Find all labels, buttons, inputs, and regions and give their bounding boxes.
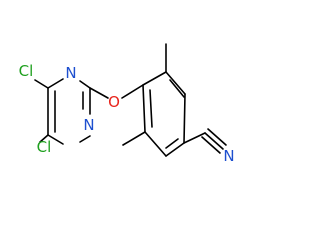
bond [47,134,64,145]
bond [47,78,64,89]
bond [79,135,91,143]
bond [121,84,144,99]
bond [122,131,146,146]
bond [39,134,49,143]
bond [183,93,186,144]
bond [165,142,185,157]
bond [169,79,185,98]
bond [204,132,224,150]
atom-label-oxygen: O [108,93,120,111]
bond [165,138,179,149]
bond [201,136,221,154]
atom-label-nitrogen: N [223,147,234,165]
bond [79,80,91,89]
bond [34,79,49,89]
atom-label-nitrogen: N [65,64,76,82]
atom-label-nitrogen: N [83,116,94,134]
bond [89,87,109,99]
bond [149,89,153,128]
bond [207,128,227,146]
atom-label-chlorine: Cl [37,138,52,156]
bond [144,131,167,157]
bond [142,71,167,86]
bond [142,84,146,133]
chemical-structure: Cl N N Cl O N [19,43,235,165]
atom-label-chlorine: Cl [19,62,34,80]
bond [183,132,206,144]
bond [165,71,186,95]
